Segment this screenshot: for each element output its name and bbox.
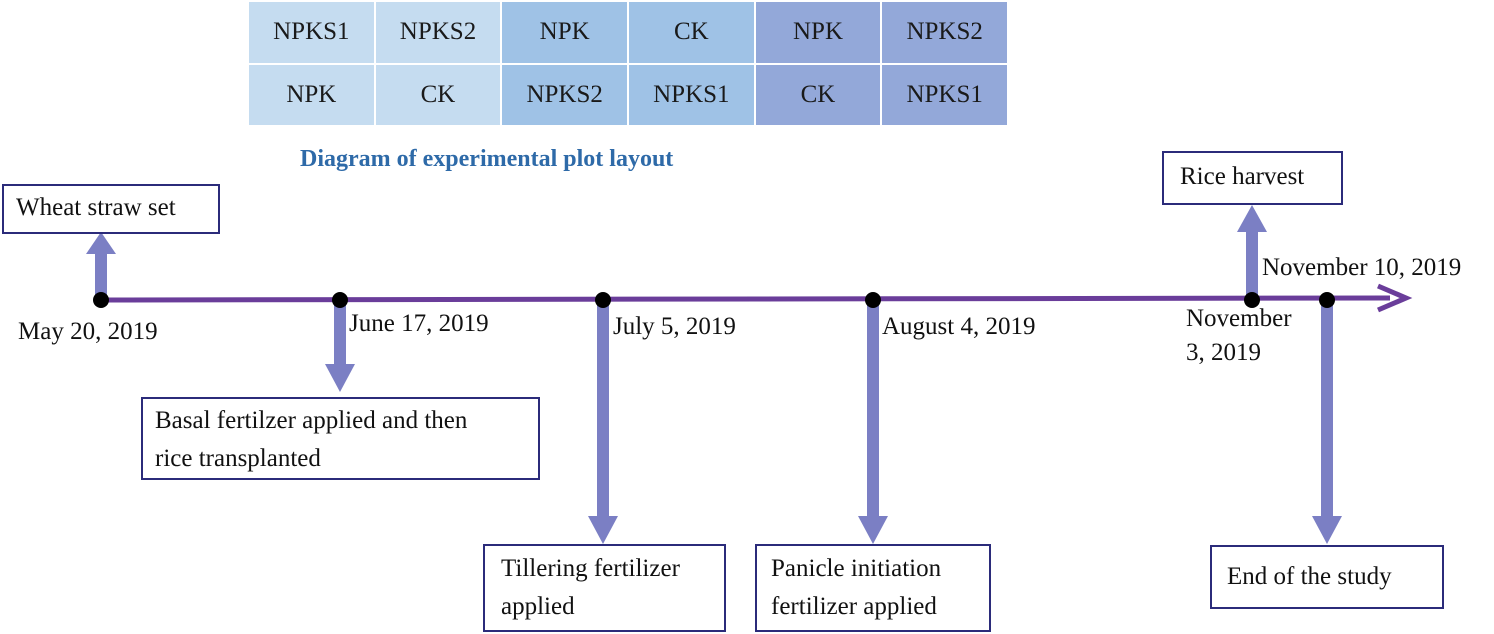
event-date-e5-line1: November bbox=[1186, 305, 1292, 332]
plot-cell: NPK bbox=[755, 2, 881, 63]
event-dot-e2 bbox=[332, 292, 348, 308]
arrow-down-e6 bbox=[1312, 304, 1342, 544]
plot-cell: NPKS1 bbox=[882, 64, 1007, 125]
event-dot-e4 bbox=[865, 292, 881, 308]
event-box-rice-harvest: Rice harvest bbox=[1162, 151, 1343, 205]
plot-cell: NPK bbox=[249, 64, 374, 125]
plot-cell: NPKS1 bbox=[249, 2, 374, 63]
event-label-line: Tillering fertilizer bbox=[501, 555, 680, 582]
event-label-line: Panicle initiation bbox=[771, 555, 942, 582]
event-label: Wheat straw set bbox=[16, 194, 176, 221]
event-box-wheat-straw: Wheat straw set bbox=[2, 184, 220, 234]
plot-layout-grid: NPKS1 NPKS2 NPK CK NPK NPKS2 NPK CK NPKS… bbox=[249, 2, 1007, 125]
event-dot-e5 bbox=[1244, 292, 1260, 308]
event-date-e6: November 10, 2019 bbox=[1262, 254, 1462, 281]
event-dot-e6 bbox=[1319, 292, 1335, 308]
arrow-up-e5 bbox=[1237, 205, 1267, 296]
event-box-panicle-fertilizer: Panicle initiation fertilizer applied bbox=[755, 544, 991, 632]
plot-cell: NPKS2 bbox=[375, 2, 501, 63]
plot-cell: CK bbox=[628, 2, 754, 63]
event-date-e5-line2: 3, 2019 bbox=[1186, 339, 1261, 366]
event-dot-e1 bbox=[93, 292, 109, 308]
event-label: Rice harvest bbox=[1180, 163, 1305, 190]
plot-layout-caption: Diagram of experimental plot layout bbox=[300, 146, 674, 172]
plot-cell: NPKS2 bbox=[882, 2, 1007, 63]
event-dot-e3 bbox=[595, 292, 611, 308]
event-box-basal-fertilizer: Basal fertilzer applied and then rice tr… bbox=[141, 397, 540, 480]
event-box-tillering-fertilizer: Tillering fertilizer applied bbox=[483, 544, 726, 632]
timeline-axis bbox=[99, 295, 1391, 303]
event-date-e4: August 4, 2019 bbox=[882, 313, 1036, 340]
arrow-down-e2 bbox=[325, 304, 355, 392]
event-date-e2: June 17, 2019 bbox=[349, 310, 489, 337]
event-label-line: Basal fertilzer applied and then bbox=[155, 407, 468, 434]
event-date-e3: July 5, 2019 bbox=[613, 313, 736, 340]
event-label-line: fertilizer applied bbox=[771, 593, 937, 620]
arrow-up-e1 bbox=[86, 232, 116, 296]
arrow-down-e4 bbox=[858, 304, 888, 544]
event-label-line: rice transplanted bbox=[155, 445, 321, 472]
event-label-line: applied bbox=[501, 593, 575, 620]
plot-cell: NPKS2 bbox=[502, 64, 627, 125]
timeline-arrowhead bbox=[1377, 283, 1413, 313]
plot-cell: NPKS1 bbox=[628, 64, 754, 125]
plot-cell: NPK bbox=[502, 2, 627, 63]
event-date-e1: May 20, 2019 bbox=[18, 318, 158, 345]
plot-cell: CK bbox=[375, 64, 501, 125]
arrow-down-e3 bbox=[588, 304, 618, 544]
event-label: End of the study bbox=[1227, 563, 1392, 590]
plot-cell: CK bbox=[755, 64, 881, 125]
event-box-end-of-study: End of the study bbox=[1210, 545, 1444, 609]
